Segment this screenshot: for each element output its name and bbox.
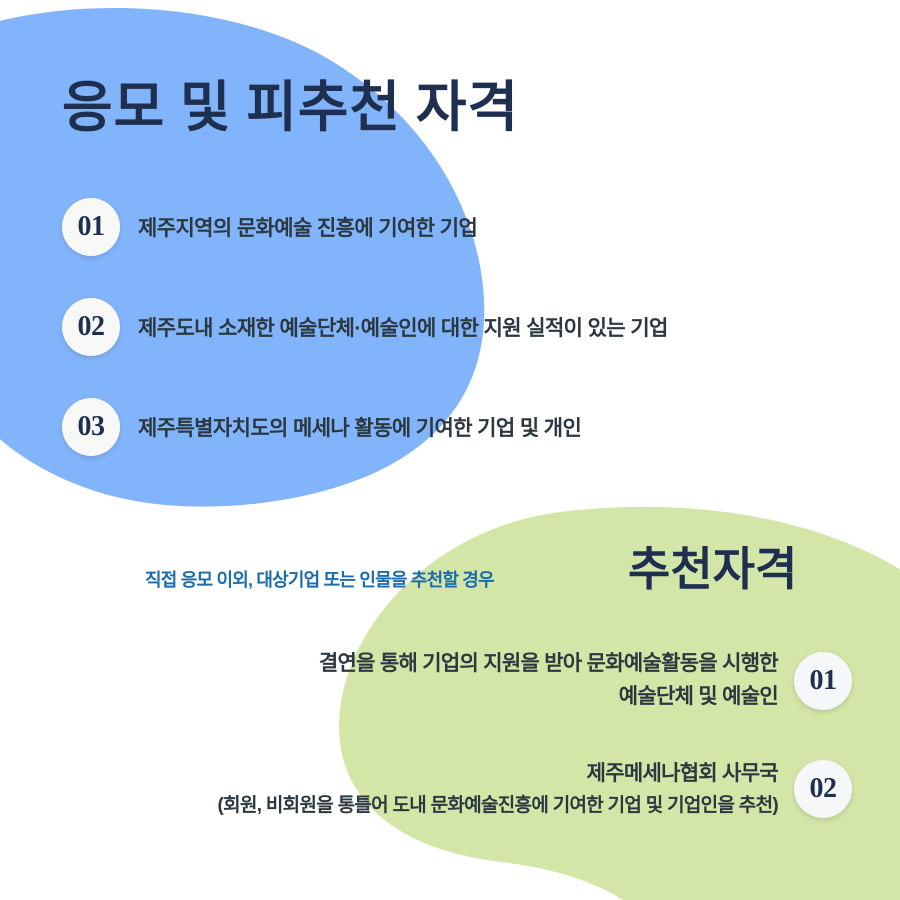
item-number-badge: 01 (62, 198, 120, 256)
list-item: 결연을 통해 기업의 지원을 받아 문화예술활동을 시행한 예술단체 및 예술인… (140, 648, 852, 713)
list-item: 제주메세나협회 사무국 (회원, 비회원을 통틀어 도내 문화예술진흥에 기여한… (60, 758, 852, 820)
item-label-line2: 예술단체 및 예술인 (618, 684, 779, 708)
item-label-block: 결연을 통해 기업의 지원을 받아 문화예술활동을 시행한 예술단체 및 예술인 (318, 648, 779, 713)
item-number-badge: 02 (794, 759, 852, 818)
list-item: 02 제주도내 소재한 예술단체·예술인에 대한 지원 실적이 있는 기업 (62, 298, 668, 356)
item-label: 제주특별자치도의 메세나 활동에 기여한 기업 및 개인 (138, 417, 582, 440)
item-number-badge: 01 (794, 651, 852, 710)
blue-section-title: 응모 및 피추천 자격 (62, 77, 520, 138)
list-item: 03 제주특별자치도의 메세나 활동에 기여한 기업 및 개인 (62, 398, 582, 456)
item-label: 제주도내 소재한 예술단체·예술인에 대한 지원 실적이 있는 기업 (138, 317, 668, 340)
item-label-line1: 결연을 통해 기업의 지원을 받아 문화예술활동을 시행한 (318, 652, 779, 675)
item-label-block: 제주메세나협회 사무국 (회원, 비회원을 통틀어 도내 문화예술진흥에 기여한… (217, 758, 779, 820)
item-label: 제주지역의 문화예술 진흥에 기여한 기업 (138, 217, 478, 240)
item-number-badge: 03 (62, 398, 120, 456)
list-item: 01 제주지역의 문화예술 진흥에 기여한 기업 (62, 198, 478, 256)
green-section-kicker: 직접 응모 이외, 대상기업 또는 인물을 추천할 경우 (145, 570, 495, 590)
item-number-badge: 02 (62, 298, 120, 356)
green-section-title: 추천자격 (628, 544, 798, 595)
item-label-line2: (회원, 비회원을 통틀어 도내 문화예술진흥에 기여한 기업 및 기업인을 추… (217, 794, 779, 816)
item-label-line1: 제주메세나협회 사무국 (586, 762, 779, 785)
